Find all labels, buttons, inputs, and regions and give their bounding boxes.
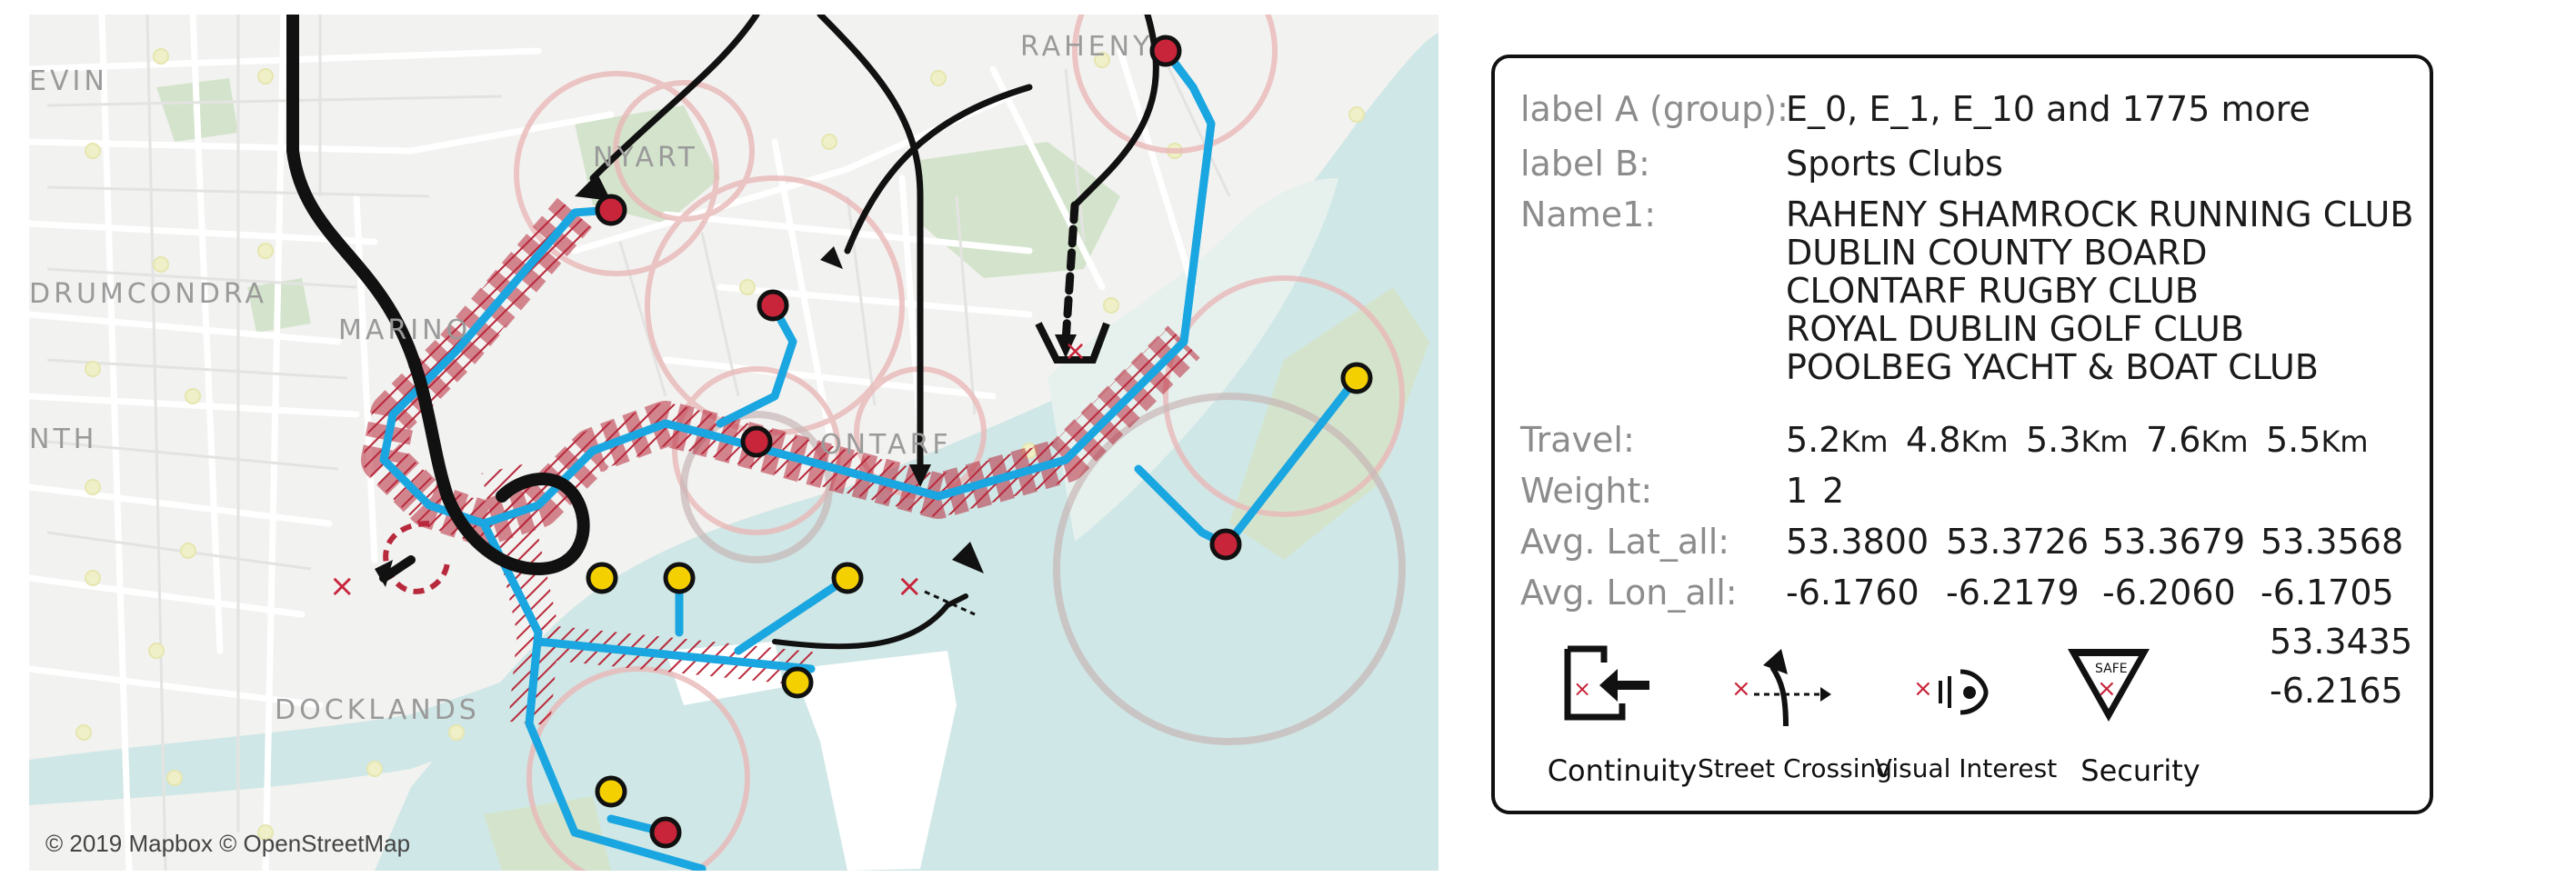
travel-label: Travel: [1520, 420, 1635, 460]
avg-lat-value: 53.3679 [2102, 522, 2246, 562]
place-label-marino: MARINO [338, 314, 472, 346]
marker-yellow-group [586, 362, 1373, 808]
marker-yellow [586, 562, 618, 594]
svg-text:×: × [1731, 675, 1751, 703]
legend-label-street-crossing: Street Crossing [1697, 753, 1893, 783]
name1-label: Name1: [1520, 194, 1657, 234]
marker-red [740, 425, 773, 458]
weight-label: Weight: [1520, 471, 1653, 511]
tooltip-panel: label A (group): E_0, E_1, E_10 and 1775… [1491, 55, 2433, 814]
group-label: label A (group): [1520, 89, 1789, 129]
svg-text:×: × [1573, 676, 1591, 702]
avg-lat-value: 53.3726 [1946, 522, 2090, 562]
map-canvas[interactable]: × × × [29, 15, 1438, 871]
marker-red-group [595, 35, 1242, 849]
street-grid [29, 15, 1197, 871]
marker-yellow [831, 562, 864, 594]
avg-lon-value: -6.1760 [1786, 573, 1919, 613]
avg-lon-label: Avg. Lon_all: [1520, 573, 1738, 613]
travel-value: 4.8Km [1906, 420, 2009, 460]
street-crossing-icon: × [1731, 649, 1831, 727]
place-label-docklands: DOCKLANDS [275, 694, 480, 726]
marker-yellow [663, 562, 696, 594]
place-label-north-wall: NTH [29, 424, 98, 455]
legend-label-continuity: Continuity [1547, 753, 1698, 788]
legend-label-visual-interest: Visual Interest [1874, 753, 2058, 783]
label-b-value: Sports Clubs [1786, 144, 2003, 184]
weight-value: 1 [1786, 471, 1809, 511]
marker-red [1209, 528, 1242, 561]
avg-lon-value: -6.1705 [2260, 573, 2394, 613]
route-black-arrows [286, 15, 1159, 650]
map-panel[interactable]: × × × RAHENY EVIN DRUMCONDRA MARINO [29, 15, 1438, 871]
club-name: ROYAL DUBLIN GOLF CLUB [1786, 309, 2244, 349]
avg-lon-value: -6.2179 [1946, 573, 2080, 613]
security-icon: SAFE × [2068, 649, 2150, 722]
club-name: POOLBEG YACHT & BOAT CLUB [1786, 347, 2319, 387]
visual-interest-icon: × [1913, 669, 1989, 715]
travel-value: 5.5Km [2266, 420, 2369, 460]
marker-red [757, 289, 789, 322]
place-label-nyart: NYART [593, 142, 698, 174]
avg-lat-label: Avg. Lat_all: [1520, 522, 1730, 562]
avg-lat-value: 53.3800 [1786, 522, 1929, 562]
place-label-raheny: RAHENY [1020, 31, 1154, 63]
avg-lat-value: 53.3435 [2270, 622, 2413, 662]
amenity-dots [75, 48, 1365, 841]
marker-yellow [1340, 362, 1373, 394]
marker-red [1149, 35, 1182, 67]
marker-red [649, 816, 682, 849]
svg-text:×: × [2097, 675, 2117, 703]
marker-yellow [595, 775, 627, 808]
svg-text:SAFE: SAFE [2095, 662, 2128, 676]
svg-text:×: × [897, 568, 923, 604]
arrow-heads [375, 174, 1077, 587]
weight-value: 2 [1822, 471, 1845, 511]
svg-text:×: × [1913, 675, 1933, 703]
marker-red [595, 194, 627, 226]
club-name: RAHENY SHAMROCK RUNNING CLUB [1786, 194, 2414, 234]
svg-text:×: × [329, 568, 356, 604]
club-name: DUBLIN COUNTY BOARD [1786, 233, 2208, 273]
svg-text:×: × [1064, 335, 1087, 367]
legend-icons: × × × SAFE × [1564, 645, 2150, 727]
avg-lat-value: 53.3568 [2260, 522, 2404, 562]
place-label-drumcondra: DRUMCONDRA [29, 278, 268, 310]
marker-yellow [781, 666, 814, 699]
label-b-label: label B: [1520, 144, 1650, 184]
club-name: CLONTARF RUGBY CLUB [1786, 271, 2199, 311]
place-label-kevin: EVIN [29, 65, 108, 97]
place-label-clontarf: ONTARF [820, 429, 952, 461]
continuity-icon: × [1564, 645, 1649, 721]
group-value: E_0, E_1, E_10 and 1775 more [1786, 89, 2310, 129]
crossing-marks: × × [329, 568, 923, 604]
map-attribution[interactable]: © 2019 Mapbox © OpenStreetMap [45, 830, 411, 857]
avg-lon-value: -6.2060 [2102, 573, 2236, 613]
travel-value: 5.3Km [2026, 420, 2129, 460]
travel-value: 7.6Km [2146, 420, 2249, 460]
travel-value: 5.2Km [1786, 420, 1889, 460]
avg-lon-value: -6.2165 [2270, 671, 2403, 711]
legend-label-security: Security [2080, 753, 2200, 788]
continuity-marker: × [1035, 322, 1110, 367]
